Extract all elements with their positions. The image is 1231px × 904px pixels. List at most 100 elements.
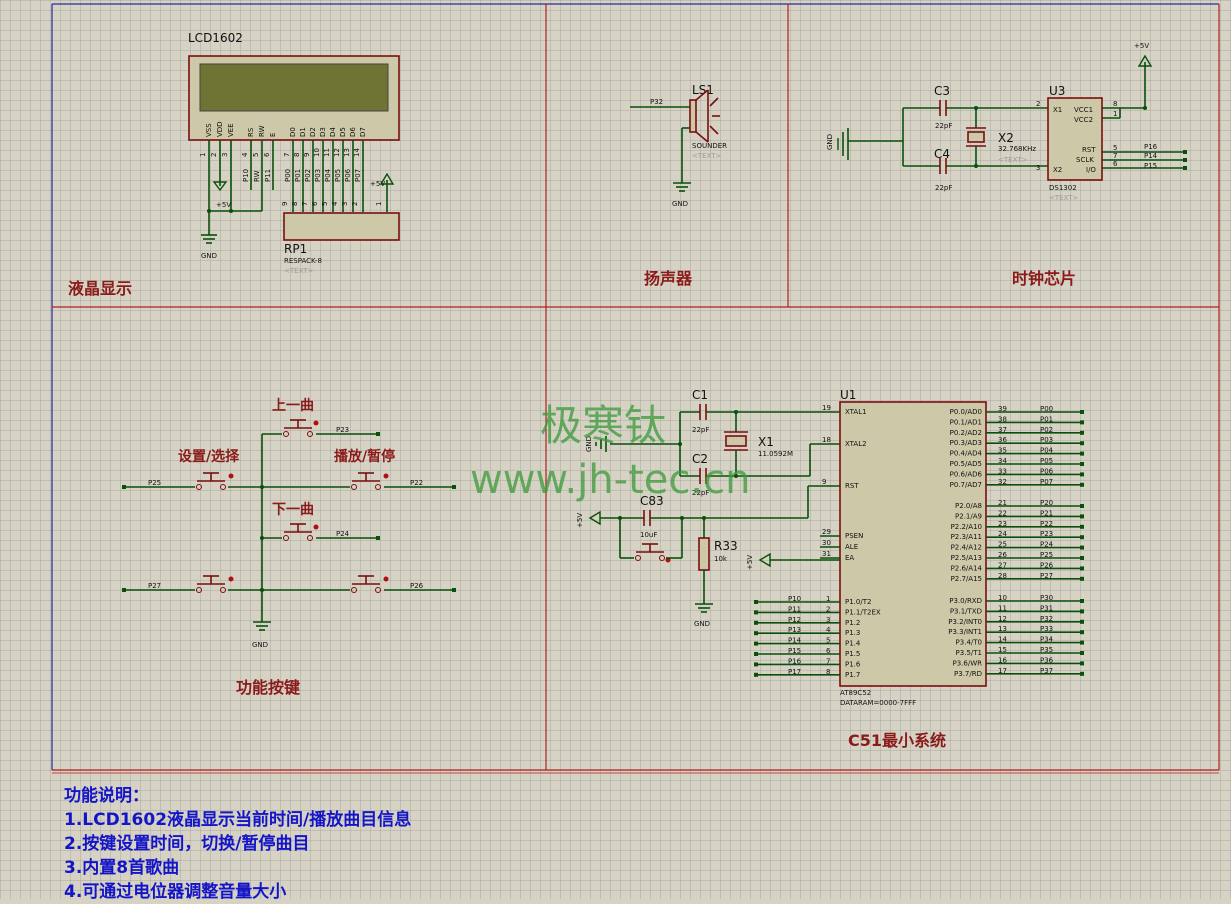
lcd-pin-name: VDD — [216, 121, 224, 137]
switch-p26[interactable] — [351, 575, 389, 593]
u1-left-pin-name: PSEN — [845, 532, 863, 540]
x1-ref: X1 — [758, 435, 774, 449]
keys-circuit[interactable]: 上一曲 设置/选择 播放/暂停 下一曲 P23 P25 P22 P24 P27 … — [122, 397, 456, 649]
rp-pin-number: 3 — [341, 202, 349, 206]
lcd-gnd-label: GND — [201, 252, 217, 260]
u1-pin-name: P0.6/AD6 — [950, 470, 983, 478]
u3-pin-8: 8 — [1113, 100, 1117, 108]
u3-pin-6: 6 — [1113, 160, 1118, 168]
lcd-module[interactable]: LCD1602 VSS1VDD2VEE3RS4RW5E6D07D18D29D31… — [188, 31, 400, 157]
clock-circuit[interactable]: GND C3 22pF C4 22pF X2 32.768KHz <TEXT> … — [826, 42, 1187, 202]
u1-pin-number: 5 — [826, 637, 830, 645]
rp-pin-number: 9 — [281, 202, 289, 206]
u1-net-label: P32 — [1040, 615, 1053, 623]
lcd-pin-name: D1 — [299, 127, 307, 137]
u1-left-pin-name: RST — [845, 482, 859, 490]
speaker-ls1[interactable]: LS1 P32 SOUNDER <TEXT> GND — [630, 83, 727, 208]
clock-net-p16: P16 — [1144, 143, 1158, 151]
u1-pin-number: 28 — [998, 572, 1007, 580]
u1-pin-number: 13 — [998, 625, 1007, 633]
u3-pin-1: 1 — [1113, 110, 1117, 118]
u1-ref: U1 — [840, 388, 856, 402]
u1-pin-number: 35 — [998, 447, 1007, 455]
switch-up[interactable] — [283, 419, 319, 437]
u1-pin-number: 37 — [998, 426, 1007, 434]
rp-vcc-label: +5V — [370, 180, 385, 188]
switch-down[interactable] — [283, 523, 319, 541]
u1-pin-number: 23 — [998, 520, 1007, 528]
rp-pin-number: 8 — [291, 202, 299, 206]
lcd-pin-name: D3 — [319, 127, 327, 137]
u3-pin-sclk: SCLK — [1076, 156, 1094, 164]
u1-net-label: P04 — [1040, 447, 1054, 455]
u3-pin-rst: RST — [1082, 146, 1096, 154]
u1-pin-number: 6 — [826, 647, 831, 655]
u1-net-label: P17 — [788, 668, 801, 676]
switch-p27[interactable] — [196, 575, 234, 593]
lcd-vcc-label: +5V — [216, 201, 231, 209]
u1-net-label: P13 — [788, 626, 801, 634]
lcd-net-label: RW — [253, 170, 261, 182]
u1-dataram: DATARAM=0000-7FFF — [840, 699, 916, 707]
lcd-pin-name: E — [269, 133, 277, 137]
section-title-lcd: 液晶显示 — [68, 279, 132, 298]
lcd-wires — [201, 140, 395, 244]
u1-pin-number: 8 — [826, 668, 830, 676]
u1-pin-name: P1.7 — [845, 671, 860, 679]
u1-net-label: P36 — [1040, 656, 1054, 664]
u1-pin-number: 26 — [998, 551, 1007, 559]
rp-value: RESPACK-8 — [284, 257, 322, 265]
x2-ref: X2 — [998, 131, 1014, 145]
switch-set[interactable] — [196, 472, 234, 490]
u1-pin-name: P0.2/AD2 — [950, 429, 982, 437]
rp-pin-number: 2 — [351, 202, 359, 206]
xtal-gnd: GND — [585, 436, 593, 452]
c2-value: 22pF — [692, 489, 709, 497]
lcd-pin-group: VSS1VDD2VEE3RS4RW5E6D07D18D29D310D411D51… — [199, 121, 367, 157]
u1-pin-name: P1.4 — [845, 640, 861, 648]
u1-pin-number: 3 — [826, 616, 830, 624]
u1-pin-name: P3.0/RXD — [949, 597, 982, 605]
key-net-p23: P23 — [336, 426, 349, 434]
u1-net-label: P35 — [1040, 646, 1053, 654]
u1-pin-number: 10 — [998, 594, 1007, 602]
u1-left-pin-name: XTAL2 — [845, 440, 867, 448]
notes-title: 功能说明： — [64, 786, 149, 806]
u1-pin-name: P1.2 — [845, 619, 860, 627]
u1-pin-number: 2 — [826, 605, 830, 613]
u1-pin-number: 4 — [826, 626, 831, 634]
lcd-pin-number: 13 — [343, 148, 351, 157]
u1-pin-name: P0.0/AD0 — [950, 408, 982, 416]
key-label-play: 播放/暂停 — [334, 448, 395, 465]
u1-pin-name: P0.3/AD3 — [950, 439, 982, 447]
ea-vcc: +5V — [746, 555, 754, 570]
u1-pin-number: 38 — [998, 415, 1007, 423]
u1-pin-number: 34 — [998, 457, 1007, 465]
section-title-mcu: C51最小系统 — [848, 731, 946, 750]
u1-pin-number: 1 — [826, 595, 830, 603]
c83-value: 10uF — [640, 531, 657, 539]
u1-pin-number: 16 — [998, 656, 1007, 664]
u1-pin-name: P1.6 — [845, 660, 861, 668]
u3-pin-x1: X1 — [1053, 106, 1062, 114]
switch-play[interactable] — [351, 472, 389, 490]
u1-net-label: P33 — [1040, 625, 1053, 633]
u1-pin-number: 21 — [998, 499, 1007, 507]
lcd-net-label: P10 — [242, 169, 250, 182]
x2-text-placeholder: <TEXT> — [998, 156, 1028, 164]
c2-ref: C2 — [692, 452, 708, 466]
key-label-down: 下一曲 — [272, 501, 314, 518]
u1-net-label: P30 — [1040, 594, 1053, 602]
lcd-pin-name: VSS — [205, 123, 213, 137]
key-label-set: 设置/选择 — [178, 448, 240, 465]
u1-net-label: P21 — [1040, 509, 1053, 517]
u1-net-label: P34 — [1040, 636, 1054, 644]
u1-pin-name: P2.2/A10 — [951, 523, 982, 531]
lcd-pin-number: 5 — [252, 153, 260, 157]
speaker-text-placeholder: <TEXT> — [692, 152, 722, 160]
speaker-value: SOUNDER — [692, 142, 727, 150]
